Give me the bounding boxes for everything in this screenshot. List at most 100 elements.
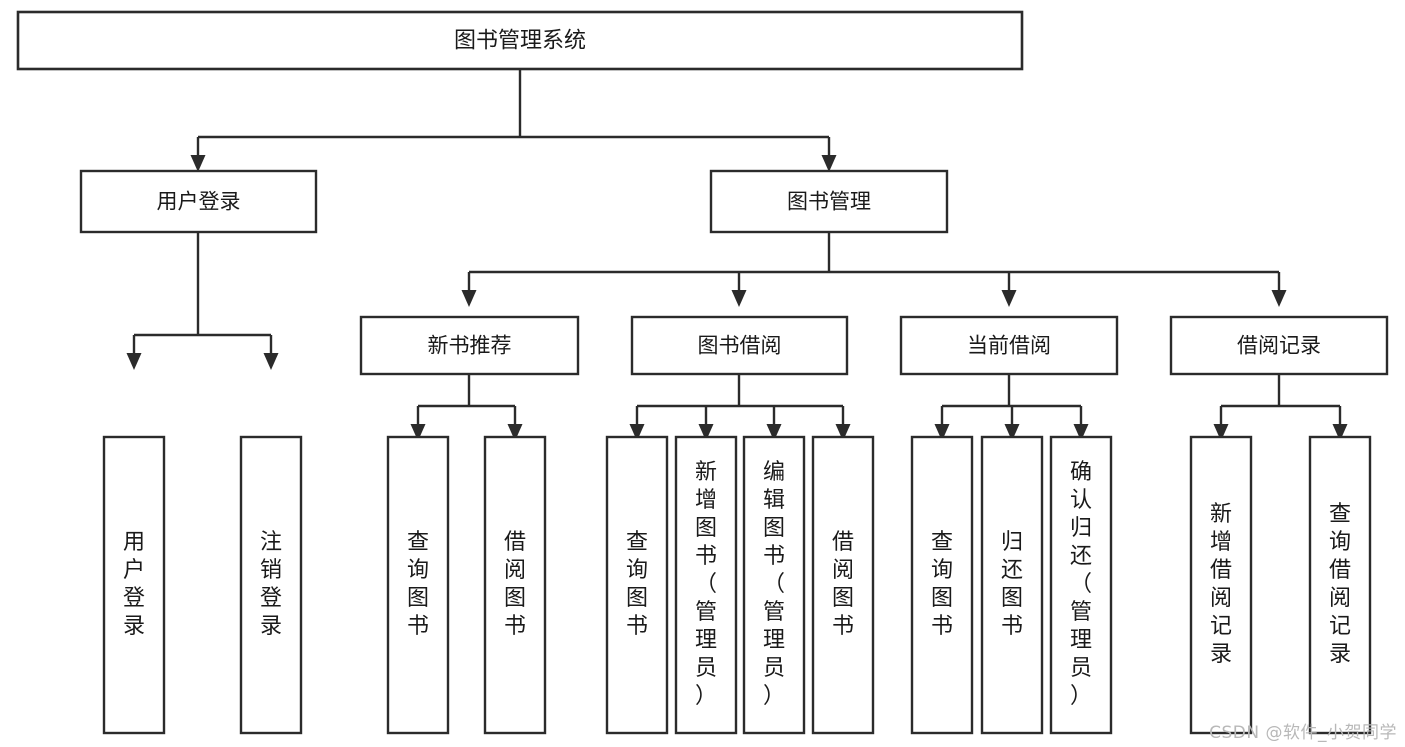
node-box[interactable]: [899, 315, 1119, 376]
connector-recommend-to-leaves: [418, 374, 515, 408]
node-label-char: 登: [123, 586, 145, 611]
node-label: 用户登录: [157, 190, 241, 214]
node-box[interactable]: [605, 435, 669, 735]
node-label-char: （: [695, 572, 717, 597]
node-label-char: 编: [763, 460, 785, 485]
node-label: 图书管理: [787, 190, 871, 214]
connector-root-to-level2: [198, 69, 829, 139]
arrow-head-icon: [766, 424, 782, 441]
node-leaf-user-login[interactable]: 用户登录: [102, 435, 166, 735]
node-label-char: ）: [1070, 684, 1092, 709]
node-box[interactable]: [386, 435, 450, 735]
connector-userlogin-to-leaves: [134, 232, 271, 337]
node-box[interactable]: [1169, 315, 1389, 376]
node-box[interactable]: [709, 169, 949, 234]
node-label-char: 记: [1329, 614, 1351, 639]
node-box[interactable]: [239, 435, 303, 735]
node-label-char: 书: [763, 544, 785, 569]
node-box[interactable]: [1049, 435, 1113, 735]
connector-bookmanage-to-level3: [469, 232, 1279, 274]
node-label-char: 图: [407, 586, 429, 611]
node-box[interactable]: [811, 435, 875, 735]
node-book-borrow[interactable]: 图书借阅: [630, 315, 849, 376]
arrow-head-icon: [461, 290, 477, 307]
node-box[interactable]: [674, 435, 738, 735]
node-label-char: 询: [407, 558, 429, 583]
connector-record-to-leaves: [1221, 374, 1340, 408]
node-label-char: 新: [1210, 502, 1232, 527]
node-box[interactable]: [102, 435, 166, 735]
node-box[interactable]: [1308, 435, 1372, 735]
node-label-char: 管: [1070, 600, 1092, 625]
node-box[interactable]: [630, 315, 849, 376]
node-label: 当前借阅: [967, 334, 1051, 358]
arrow-head-icon: [1001, 290, 1017, 307]
node-book-manage[interactable]: 图书管理: [709, 169, 949, 234]
node-label-char: 书: [407, 614, 429, 639]
node-current-borrow[interactable]: 当前借阅: [899, 315, 1119, 376]
arrow-head-icon: [629, 424, 645, 441]
node-layer: 图书管理系统用户登录图书管理新书推荐图书借阅当前借阅借阅记录用户登录注销登录查询…: [16, 10, 1389, 735]
node-box[interactable]: [980, 435, 1044, 735]
node-label-char: 图: [626, 586, 648, 611]
csdn-watermark: CSDN @软件_小贺同学: [1209, 723, 1397, 743]
node-box[interactable]: [742, 435, 806, 735]
node-label-char: 查: [407, 530, 429, 555]
node-label-char: 书: [931, 614, 953, 639]
node-label-char: 员: [695, 656, 717, 681]
arrow-head-icon: [1004, 424, 1020, 441]
node-label-char: 书: [504, 614, 526, 639]
node-label-char: 查: [931, 530, 953, 555]
node-label-char: 户: [123, 558, 145, 583]
node-label-char: 询: [1329, 530, 1351, 555]
node-label-char: 还: [1001, 558, 1023, 583]
node-user-login[interactable]: 用户登录: [79, 169, 318, 234]
node-new-book-recommend[interactable]: 新书推荐: [359, 315, 580, 376]
node-label-char: 归: [1001, 530, 1023, 555]
node-box[interactable]: [910, 435, 974, 735]
node-label-char: ）: [695, 684, 717, 709]
node-label-char: 借: [1210, 558, 1232, 583]
node-box[interactable]: [16, 10, 1024, 71]
node-label-char: 阅: [504, 558, 526, 583]
node-label-char: 图: [832, 586, 854, 611]
arrow-head-icon: [507, 424, 523, 441]
connector-current-to-leaves: [942, 374, 1081, 408]
node-root[interactable]: 图书管理系统: [16, 10, 1024, 71]
arrow-head-icon: [190, 155, 206, 172]
connector-borrow-to-leaves: [637, 374, 843, 408]
node-label-char: 查: [1329, 502, 1351, 527]
node-box[interactable]: [79, 169, 318, 234]
node-box[interactable]: [483, 435, 547, 735]
node-label-char: 员: [1070, 656, 1092, 681]
arrow-head-icon: [1332, 424, 1348, 441]
node-borrow-record[interactable]: 借阅记录: [1169, 315, 1389, 376]
node-box[interactable]: [1189, 435, 1253, 735]
node-label-char: 注: [260, 530, 282, 555]
arrow-head-icon: [835, 424, 851, 441]
connector-layer: [126, 69, 1348, 441]
node-label-char: 借: [504, 530, 526, 555]
node-box[interactable]: [359, 315, 580, 376]
node-label-char: ）: [763, 684, 785, 709]
node-label-char: （: [1070, 572, 1092, 597]
arrow-head-icon: [698, 424, 714, 441]
node-label-char: 书: [626, 614, 648, 639]
node-label-char: 管: [695, 600, 717, 625]
node-label-char: 销: [260, 558, 282, 583]
node-label: 图书管理系统: [454, 29, 586, 54]
arrow-head-icon: [263, 353, 279, 370]
